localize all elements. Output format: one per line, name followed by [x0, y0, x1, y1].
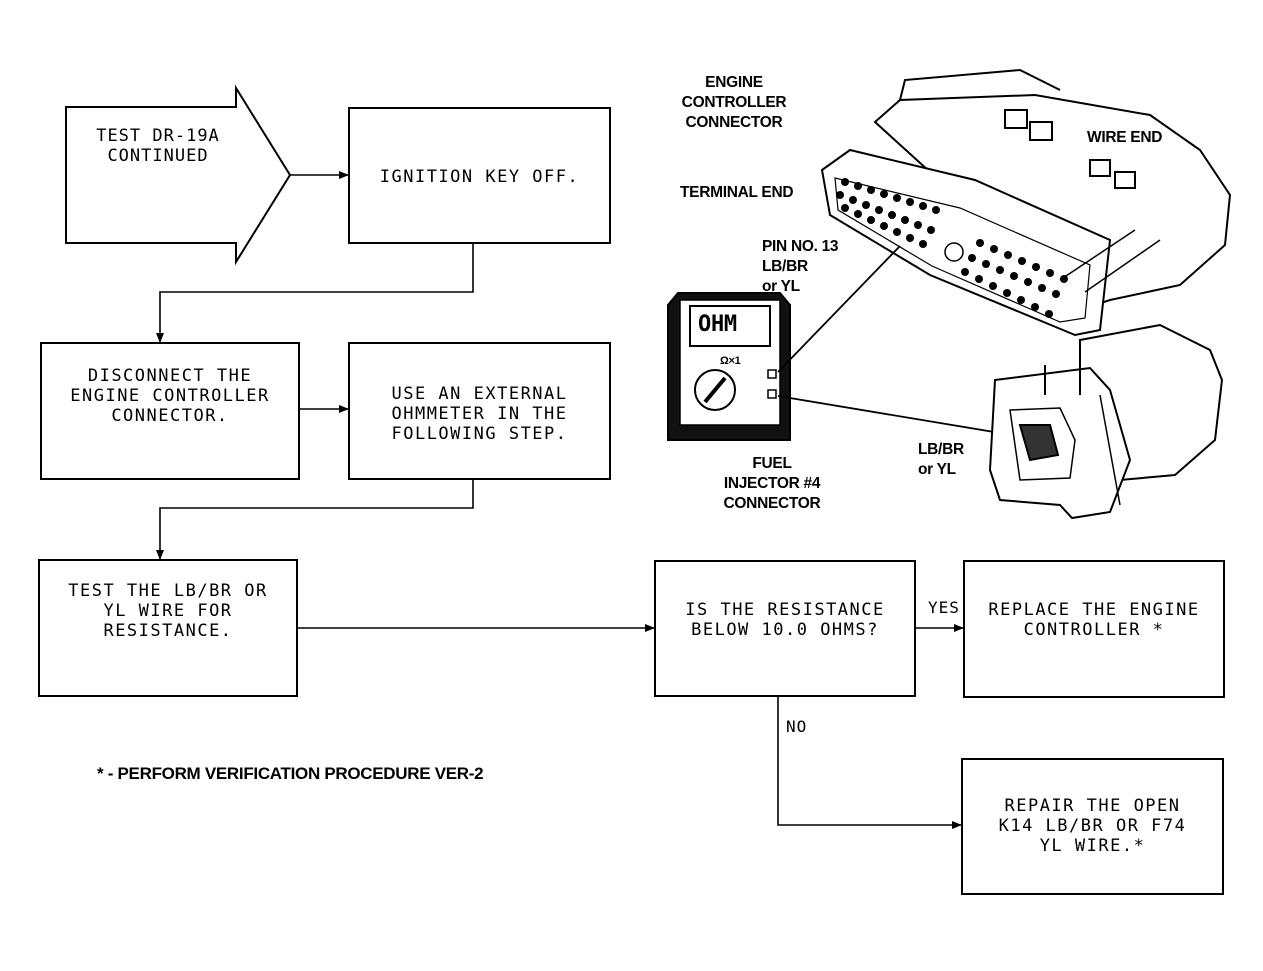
pin-13-label: PIN NO. 13 LB/BR or YL: [762, 238, 839, 295]
test-leads: [777, 245, 1031, 439]
verification-note: * - PERFORM VERIFICATION PROCEDURE VER-2: [97, 764, 484, 783]
test-wire-box: TEST THE LB/BR OR YL WIRE FOR RESISTANCE…: [38, 559, 298, 697]
start-arrow-shape: [65, 84, 292, 266]
fuel-injector-connector-label: FUEL INJECTOR #4 CONNECTOR: [723, 455, 821, 512]
disconnect-connector-box: DISCONNECT THE ENGINE CONTROLLER CONNECT…: [40, 342, 300, 480]
terminal-end-label: TERMINAL END: [680, 184, 794, 201]
meter-range-label: Ω×1: [720, 355, 741, 367]
meter-display-text: OHM: [698, 312, 737, 337]
repair-wire-text: REPAIR THE OPEN K14 LB/BR OR F74 YL WIRE…: [998, 796, 1187, 856]
ignition-key-off-text: IGNITION KEY OFF.: [379, 167, 580, 187]
lb-br-label: LB/BR or YL: [918, 441, 964, 478]
use-ohmmeter-box: USE AN EXTERNAL OHMMETER IN THE FOLLOWIN…: [348, 342, 611, 480]
no-label: NO: [786, 717, 808, 736]
engine-controller-connector-label: ENGINE CONTROLLER CONNECTOR: [681, 74, 787, 131]
connector-pin-array: [836, 178, 1068, 318]
replace-controller-box: REPLACE THE ENGINE CONTROLLER *: [963, 560, 1225, 698]
engine-controller-connector-drawing: [820, 68, 1232, 337]
wire-end-label: WIRE END: [1087, 129, 1163, 146]
ignition-key-off-box: IGNITION KEY OFF.: [348, 107, 611, 244]
start-label: TEST DR-19A CONTINUED: [96, 126, 220, 166]
test-wire-text: TEST THE LB/BR OR YL WIRE FOR RESISTANCE…: [68, 581, 268, 641]
connector-center-hole: [944, 242, 964, 262]
use-ohmmeter-text: USE AN EXTERNAL OHMMETER IN THE FOLLOWIN…: [391, 384, 568, 444]
resistance-question-text: IS THE RESISTANCE BELOW 10.0 OHMS?: [685, 600, 885, 640]
fuel-injector-connector-drawing: [988, 323, 1224, 520]
disconnect-connector-text: DISCONNECT THE ENGINE CONTROLLER CONNECT…: [70, 366, 270, 426]
replace-controller-text: REPLACE THE ENGINE CONTROLLER *: [988, 600, 1200, 640]
ohmmeter-drawing: [667, 292, 791, 441]
repair-wire-box: REPAIR THE OPEN K14 LB/BR OR F74 YL WIRE…: [961, 758, 1224, 895]
yes-label: YES: [928, 598, 960, 617]
resistance-question-box: IS THE RESISTANCE BELOW 10.0 OHMS?: [654, 560, 916, 697]
